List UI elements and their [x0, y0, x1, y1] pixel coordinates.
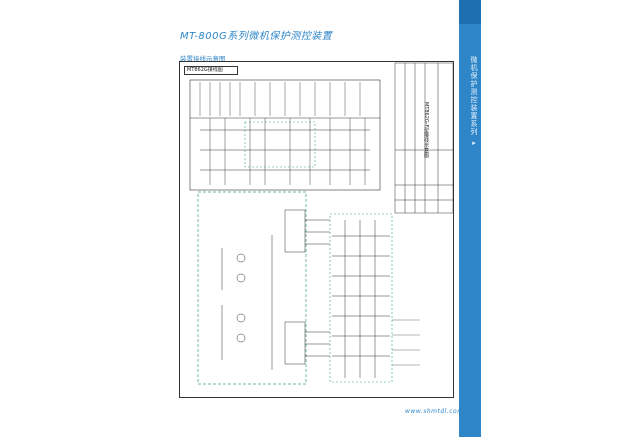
title-block-caption: MT862G-F型接线示意图 [423, 102, 429, 158]
sidebar-arrow-icon: ▸ [470, 139, 478, 149]
lower-terminal-blocks [284, 209, 330, 365]
sidebar-tab-top [459, 0, 481, 24]
footer-url: www.shmtdl.com [405, 408, 464, 415]
title-block-table [394, 62, 454, 214]
lower-left-devices [221, 235, 273, 370]
lower-dashed-enclosure [197, 191, 307, 385]
relay-bank-box [329, 213, 393, 383]
upper-terminal-columns [199, 82, 361, 116]
right-edge-ticks [392, 319, 420, 366]
upper-circuit-lines [209, 118, 366, 185]
diagram-label: MT862G接线图 [184, 66, 238, 75]
title-block: MT862G-F型接线示意图 [393, 62, 453, 212]
document-title: MT-800G系列微机保护测控装置 [180, 31, 333, 42]
upper-dashed-box [244, 121, 316, 168]
sidebar-label: 微机保护测控装置系列 [470, 56, 478, 136]
upper-schematic [189, 79, 381, 191]
relay-bank-contacts [332, 220, 390, 378]
wiring-diagram-frame [179, 61, 454, 398]
sidebar-tab [459, 0, 481, 437]
sidebar-vertical-text: 微机保护测控装置系列 ▸ [462, 56, 478, 148]
section-title: 装置接线示意图 [180, 55, 226, 63]
